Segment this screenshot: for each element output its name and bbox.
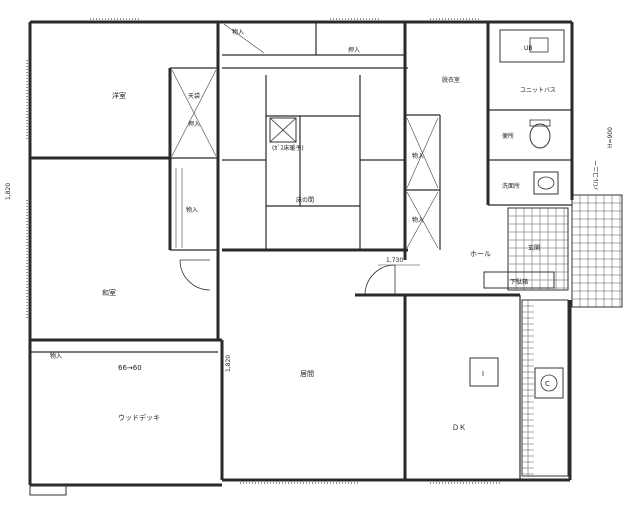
label-oshiire: 押入 xyxy=(348,46,360,54)
tiled-areas xyxy=(507,194,623,477)
veranda-label: バルコニー xyxy=(593,160,600,190)
label-tokonoma: 床の間 xyxy=(296,196,314,204)
label-storage-left: 物入 xyxy=(50,352,62,360)
closet-hatching xyxy=(171,23,439,249)
doors xyxy=(179,259,396,296)
ub-mark: UB xyxy=(524,45,533,52)
label-closet-top: 物入 xyxy=(232,28,244,36)
sink-mark: C xyxy=(545,380,550,388)
label-closet-right-1: 物入 xyxy=(412,152,424,160)
dim-mid-vert: 1,820 xyxy=(225,355,232,372)
engawa-step xyxy=(29,484,67,496)
shoe-box-icon xyxy=(483,271,555,289)
room-labels: 洋室 天袋 押入 物入 和室 物入 押入 (ｶﾞｽ床暖予) 床の間 脱衣室 ユニ… xyxy=(50,28,556,432)
dim-6660: 66→60 xyxy=(118,364,142,372)
label-bedroom-nw: 洋室 xyxy=(112,91,126,100)
label-tatami-center: (ｶﾞｽ床暖予) xyxy=(272,144,304,152)
height-note: H=900 xyxy=(607,127,614,148)
label-kitchen-nw: 和室 xyxy=(102,288,116,297)
sink-icon xyxy=(534,367,564,399)
annotations: 66→60 1,730 バルコニー H=900 1,820 1,820 I C … xyxy=(5,45,614,388)
dim-173: 1,730 xyxy=(386,257,403,264)
toilet-icon xyxy=(529,123,551,149)
dim-left-vert: 1,820 xyxy=(5,183,12,200)
bathtub-icon xyxy=(499,29,565,63)
label-unit-bath: ユニットバス xyxy=(520,87,556,94)
window-marks xyxy=(26,18,500,484)
label-dk: ＤＫ xyxy=(452,424,466,432)
label-tenbukuro: 天袋 xyxy=(188,92,200,100)
fridge-icon xyxy=(469,357,499,387)
label-closet-left: 物入 xyxy=(186,206,198,214)
tile-grid xyxy=(508,195,622,476)
label-washroom: 脱衣室 xyxy=(442,76,460,84)
fridge-mark: I xyxy=(482,370,484,378)
basin-icon xyxy=(533,171,559,195)
fixtures xyxy=(469,29,565,399)
label-closet-left-small: 押入 xyxy=(188,120,200,128)
label-shoe-box: 下駄箱 xyxy=(510,278,528,286)
label-closet-right-2: 物入 xyxy=(412,216,424,224)
floor-heater-symbol xyxy=(269,117,297,143)
label-toilet: 便所 xyxy=(502,132,514,140)
interior-walls xyxy=(30,22,572,480)
label-living: 居間 xyxy=(300,370,314,378)
label-hall: ホール xyxy=(470,250,491,258)
label-wash-basin: 洗面所 xyxy=(502,182,520,190)
label-entrance: 玄関 xyxy=(528,244,540,252)
label-deck: ウッドデッキ xyxy=(118,413,160,422)
